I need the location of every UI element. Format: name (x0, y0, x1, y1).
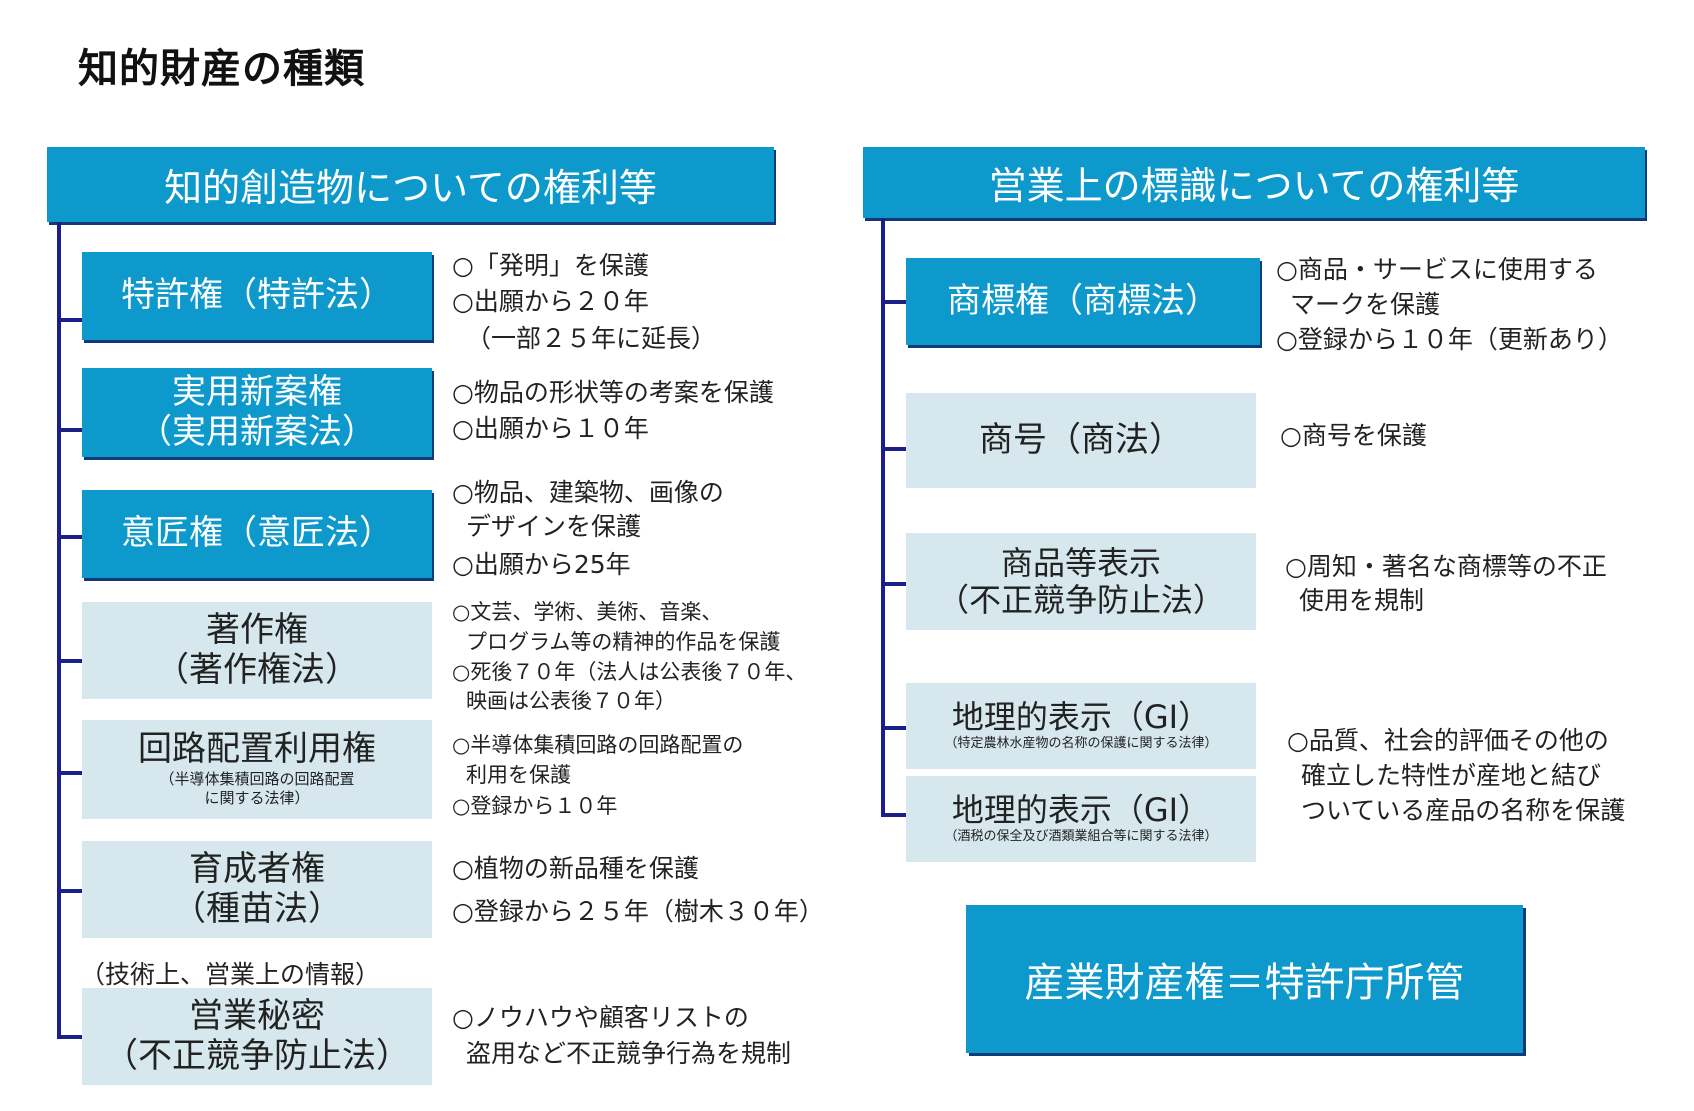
utility-model-right-box: 実用新案権 （実用新案法） (82, 368, 432, 457)
breeders-right-desc: ○植物の新品種を保護 ○登録から２５年（樹木３０年） (452, 848, 824, 933)
desc-line: ○半導体集積回路の回路配置の (452, 733, 744, 757)
circuit-layout-right-box: 回路配置利用権 （半導体集積回路の回路配置 に関する法律） (82, 720, 432, 819)
desc-line: プログラム等の精神的作品を保護 (466, 629, 781, 654)
trademark-right-label: 商標権（商標法） (947, 280, 1219, 321)
gi-agri-law-label: （特定農林水産物の名称の保護に関する法律） (944, 735, 1218, 751)
desc-line: 使用を規制 (1299, 585, 1425, 615)
left-header: 知的創造物についての権利等 (47, 147, 774, 222)
desc-line: ○出願から２０年 (452, 287, 649, 317)
desc-line: ○死後７０年（法人は公表後７０年、 (452, 659, 807, 684)
desc-line: （一部２５年に延長） (466, 323, 717, 353)
desc-line: 確立した特性が産地と結び (1301, 761, 1602, 790)
copyright-desc: ○文芸、学術、美術、音楽、 プログラム等の精神的作品を保護 ○死後７０年（法人は… (452, 598, 806, 717)
connector (57, 1035, 82, 1039)
desc-line: ○周知・著名な商標等の不正 (1285, 552, 1607, 581)
gi-liquor-box: 地理的表示（GI） （酒税の保全及び酒類業組合等に関する法律） (906, 776, 1256, 862)
gi-liquor-law-label: （酒税の保全及び酒類業組合等に関する法律） (944, 828, 1218, 844)
patent-right-desc: ○「発明」を保護 ○出願から２０年 （一部２５年に延長） (452, 248, 716, 357)
desc-line: ○植物の新品種を保護 (452, 854, 699, 883)
right-header: 営業上の標識についての権利等 (863, 147, 1645, 218)
desc-line: ○登録から１０年（更新あり） (1276, 325, 1623, 354)
desc-line: ついている産品の名称を保護 (1301, 796, 1626, 825)
trademark-right-box: 商標権（商標法） (906, 258, 1260, 345)
desc-line: ○出願から25年 (452, 549, 631, 579)
desc-line: ○物品、建築物、画像の (452, 478, 724, 507)
circuit-layout-right-desc: ○半導体集積回路の回路配置の 利用を保護 ○登録から１０年 (452, 730, 743, 821)
right-header-label: 営業上の標識についての権利等 (988, 164, 1520, 208)
trade-secret-box: 営業秘密 （不正競争防止法） (82, 988, 432, 1085)
trade-secret-label: 営業秘密 (189, 996, 325, 1037)
desc-line: ○出願から１０年 (452, 414, 649, 444)
utility-model-right-desc: ○物品の形状等の考案を保護 ○出願から１０年 (452, 375, 774, 448)
connector (881, 726, 906, 730)
right-connector-vertical (881, 218, 885, 817)
breeders-right-box: 育成者権 （種苗法） (82, 841, 432, 938)
gi-agri-label: 地理的表示（GI） (951, 698, 1211, 737)
connector (881, 447, 906, 451)
product-indication-desc: ○周知・著名な商標等の不正 使用を規制 (1285, 550, 1607, 618)
utility-model-right-label: 実用新案権 (172, 372, 342, 413)
desc-line: 盗用など不正競争行為を規制 (466, 1039, 792, 1069)
trade-secret-law-label: （不正競争防止法） (104, 1035, 410, 1076)
desc-line: ○商号を保護 (1280, 421, 1427, 450)
product-indication-box: 商品等表示 （不正競争防止法） (906, 533, 1256, 630)
desc-line: ○登録から１０年 (452, 793, 618, 818)
industrial-property-label: 産業財産権＝特許庁所管 (1024, 960, 1465, 1006)
desc-line: ○文芸、学術、美術、音楽、 (452, 600, 723, 624)
connector (881, 582, 906, 586)
copyright-law-label: （著作権法） (155, 649, 359, 690)
gi-desc: ○品質、社会的評価その他の 確立した特性が産地と結び ついている産品の名称を保護 (1287, 723, 1625, 828)
breeders-right-law-label: （種苗法） (172, 888, 342, 929)
copyright-label: 著作権 (206, 610, 308, 651)
gi-agri-box: 地理的表示（GI） （特定農林水産物の名称の保護に関する法律） (906, 683, 1256, 769)
copyright-box: 著作権 （著作権法） (82, 602, 432, 699)
desc-line: ○物品の形状等の考案を保護 (452, 378, 774, 407)
trade-name-desc: ○商号を保護 (1280, 418, 1427, 454)
desc-line: ○「発明」を保護 (452, 251, 649, 280)
circuit-layout-law-line1: （半導体集積回路の回路配置 (159, 769, 355, 788)
design-right-desc: ○物品、建築物、画像の デザインを保護 ○出願から25年 (452, 476, 724, 581)
desc-line: デザインを保護 (466, 511, 642, 541)
left-header-label: 知的創造物についての権利等 (164, 166, 657, 210)
trade-secret-note: （技術上、営業上の情報） (80, 960, 381, 989)
connector (881, 300, 906, 304)
desc-line: ○登録から２５年（樹木３０年） (452, 896, 824, 926)
desc-line: ○商品・サービスに使用する (1276, 255, 1598, 284)
circuit-layout-law-line2: に関する法律） (204, 789, 310, 808)
circuit-layout-right-label: 回路配置利用権 (138, 729, 376, 770)
utility-model-law-label: （実用新案法） (138, 411, 376, 452)
connector (57, 659, 82, 663)
trade-name-box: 商号（商法） (906, 393, 1256, 488)
patent-right-box: 特許権（特許法） (82, 252, 432, 340)
connector (57, 535, 82, 539)
industrial-property-box: 産業財産権＝特許庁所管 (966, 905, 1523, 1053)
connector (57, 318, 82, 322)
left-connector-vertical (57, 222, 61, 1039)
trademark-right-desc: ○商品・サービスに使用する マークを保護 ○登録から１０年（更新あり） (1276, 252, 1623, 357)
design-right-box: 意匠権（意匠法） (82, 490, 432, 578)
connector (57, 428, 82, 432)
trade-name-label: 商号（商法） (979, 419, 1183, 460)
trade-secret-desc: ○ノウハウや顧客リストの 盗用など不正競争行為を規制 (452, 1000, 791, 1073)
desc-line: 利用を保護 (466, 763, 571, 788)
product-indication-label: 商品等表示 (1000, 543, 1161, 582)
patent-right-label: 特許権（特許法） (121, 275, 393, 316)
desc-line: マークを保護 (1290, 290, 1441, 319)
desc-line: ○ノウハウや顧客リストの (452, 1003, 749, 1032)
desc-line: 映画は公表後７０年） (466, 689, 676, 714)
connector (881, 813, 906, 817)
breeders-right-label: 育成者権 (189, 849, 325, 890)
design-right-label: 意匠権（意匠法） (121, 513, 393, 554)
product-indication-law-label: （不正競争防止法） (936, 580, 1225, 619)
gi-liquor-label: 地理的表示（GI） (951, 791, 1211, 830)
connector (57, 771, 82, 775)
desc-line: ○品質、社会的評価その他の (1287, 726, 1609, 755)
page-title: 知的財産の種類 (78, 46, 365, 92)
connector (57, 889, 82, 893)
